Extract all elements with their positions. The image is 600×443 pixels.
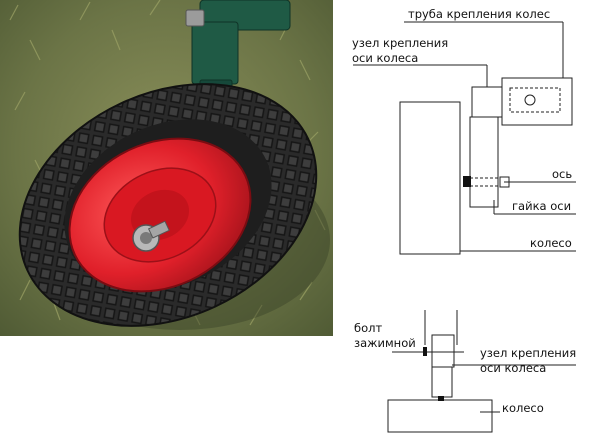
label-bolt-2: зажимной: [354, 336, 416, 350]
frame-bolt: [185, 9, 205, 27]
label-nut: гайка оси: [512, 199, 571, 213]
label-top-mount-2: оси колеса: [480, 361, 546, 375]
label-tube: труба крепления колес: [408, 7, 550, 21]
top-mount-lower: [431, 366, 453, 398]
label-wheel: колесо: [530, 236, 572, 250]
top-bolt-marker: [423, 347, 427, 356]
hub-axle: [132, 220, 170, 252]
label-top-mount-1: узел крепления: [480, 346, 576, 360]
label-top-wheel: колесо: [502, 401, 544, 415]
side-wheel-rect: [399, 101, 461, 255]
tube-hole: [524, 94, 536, 106]
label-mount-2: оси колеса: [352, 51, 418, 65]
label-bolt-1: болт: [354, 321, 382, 335]
side-mount-upper: [471, 86, 503, 118]
side-tube: [501, 77, 573, 126]
nut-marker: [463, 176, 471, 187]
technical-diagram: труба крепления колес узел крепления оси…: [352, 7, 576, 433]
side-mount-lower: [469, 116, 499, 208]
label-mount-1: узел крепления: [352, 36, 448, 50]
top-mount-upper: [431, 334, 455, 368]
top-axle-marker: [438, 396, 444, 401]
label-axle: ось: [552, 167, 572, 181]
wheel-photo: [0, 0, 333, 336]
top-wheel-rect: [387, 399, 493, 433]
tube-insert: [509, 87, 561, 113]
